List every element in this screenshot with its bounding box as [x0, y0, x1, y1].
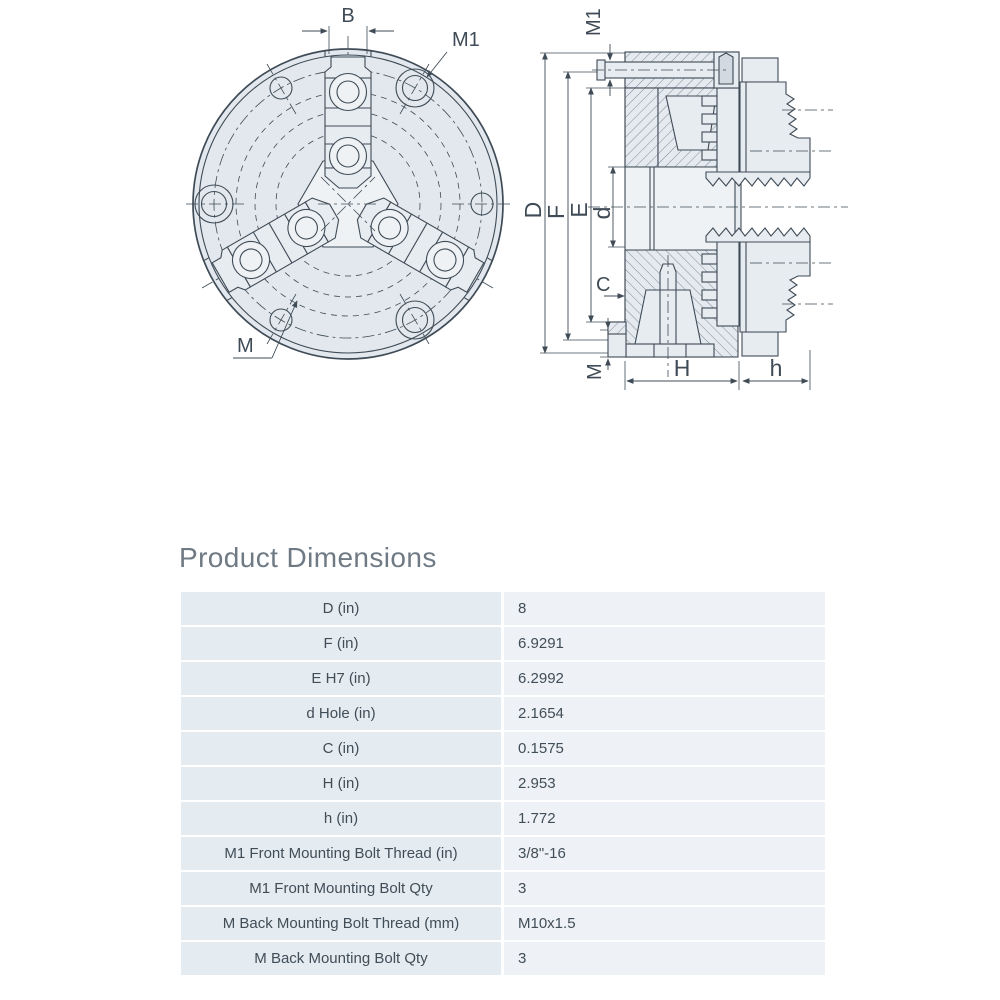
table-row: M1 Front Mounting Bolt Thread (in) 3/8"-…: [181, 837, 825, 870]
dim-label-h: h: [770, 355, 783, 381]
spec-label: h (in): [181, 802, 501, 835]
spec-label: H (in): [181, 767, 501, 800]
spec-value: 0.1575: [504, 732, 825, 765]
spec-value: 6.9291: [504, 627, 825, 660]
page-title: Product Dimensions: [179, 542, 437, 573]
dim-label-M-side: M: [584, 363, 606, 380]
spec-label: E H7 (in): [181, 662, 501, 695]
dim-label-B: B: [341, 5, 354, 27]
spec-label: F (in): [181, 627, 501, 660]
spec-label: M1 Front Mounting Bolt Thread (in): [181, 837, 501, 870]
back-mounting-holes: [269, 76, 494, 332]
spec-value: 1.772: [504, 802, 825, 835]
spec-label: M Back Mounting Bolt Qty: [181, 942, 501, 975]
dim-label-H: H: [674, 355, 691, 381]
product-dimensions-table: D (in) 8 F (in) 6.9291 E H7 (in) 6.2992 …: [181, 592, 825, 977]
dim-label-F: F: [543, 205, 569, 219]
dim-label-M1-side: M1: [583, 8, 605, 36]
spec-value: 6.2992: [504, 662, 825, 695]
table-row: D (in) 8: [181, 592, 825, 625]
front-view: B M1 M: [186, 5, 510, 360]
spec-value: 3: [504, 872, 825, 905]
dim-label-C: C: [596, 274, 610, 296]
spec-label: C (in): [181, 732, 501, 765]
dim-label-E: E: [566, 202, 592, 217]
table-row: M Back Mounting Bolt Qty 3: [181, 942, 825, 975]
front-mounting-holes: [194, 68, 435, 340]
dim-label-D: D: [520, 202, 546, 219]
spec-value: 2.1654: [504, 697, 825, 730]
spec-label: D (in): [181, 592, 501, 625]
table-row: E H7 (in) 6.2992: [181, 662, 825, 695]
table-row: H (in) 2.953: [181, 767, 825, 800]
side-view: M1 D F E d C M H h: [520, 8, 848, 390]
spec-value: M10x1.5: [504, 907, 825, 940]
jaw-top: [324, 50, 372, 189]
spec-label: d Hole (in): [181, 697, 501, 730]
spec-value: 2.953: [504, 767, 825, 800]
table-row: C (in) 0.1575: [181, 732, 825, 765]
table-row: F (in) 6.9291: [181, 627, 825, 660]
technical-drawing: B M1 M: [186, 5, 848, 390]
dim-label-M1-front: M1: [452, 29, 480, 51]
spec-value: 3/8"-16: [504, 837, 825, 870]
spec-value: 3: [504, 942, 825, 975]
spec-label: M1 Front Mounting Bolt Qty: [181, 872, 501, 905]
table-row: M1 Front Mounting Bolt Qty 3: [181, 872, 825, 905]
table-row: d Hole (in) 2.1654: [181, 697, 825, 730]
spec-label: M Back Mounting Bolt Thread (mm): [181, 907, 501, 940]
table-row: h (in) 1.772: [181, 802, 825, 835]
spec-value: 8: [504, 592, 825, 625]
dim-label-M-front: M: [237, 335, 254, 357]
dim-label-d: d: [589, 207, 615, 220]
table-row: M Back Mounting Bolt Thread (mm) M10x1.5: [181, 907, 825, 940]
